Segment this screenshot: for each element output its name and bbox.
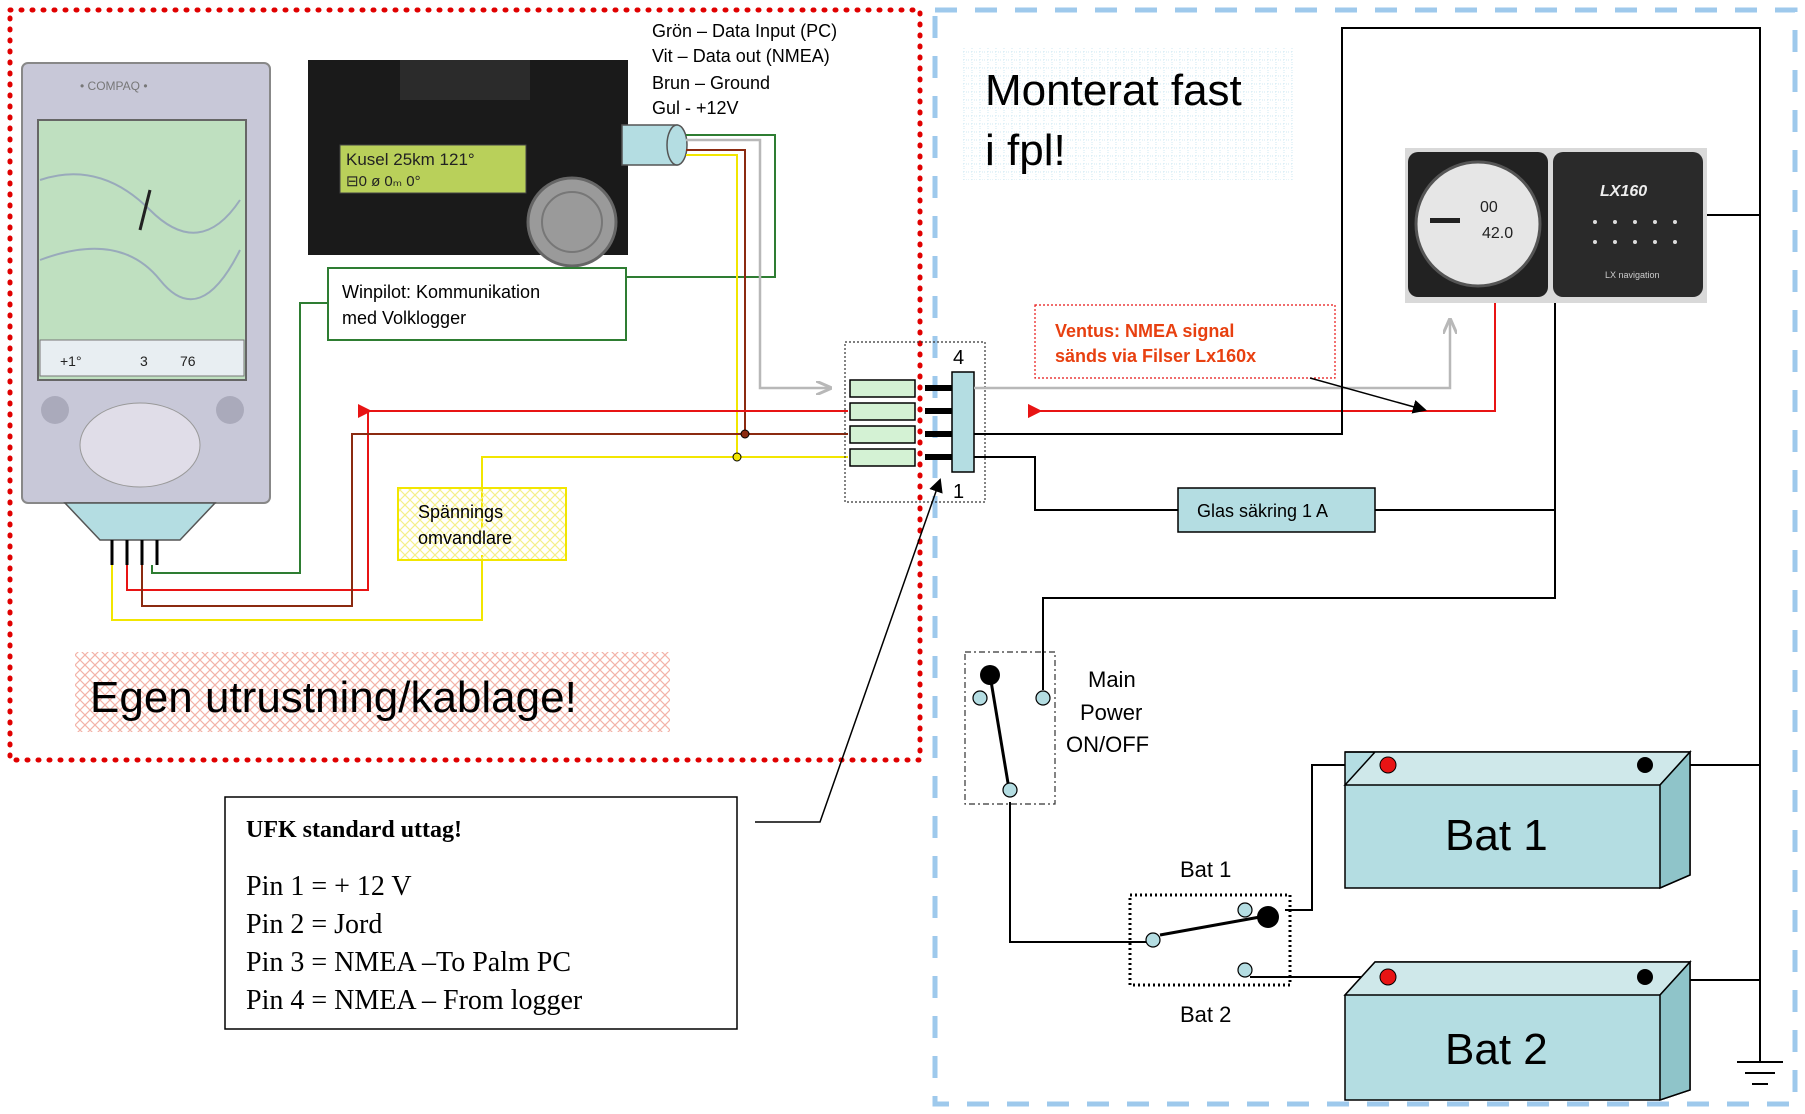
lx-brand: LX160 bbox=[1600, 183, 1647, 200]
brown-junction bbox=[740, 429, 750, 439]
yellow-junction bbox=[732, 452, 742, 462]
ventus-pointer bbox=[1309, 377, 1427, 414]
svg-text:76: 76 bbox=[180, 353, 196, 369]
connector-pin-top: 4 bbox=[953, 347, 964, 369]
lx-subtitle: LX navigation bbox=[1605, 270, 1660, 280]
own-equipment-boundary bbox=[7, 7, 923, 763]
svg-text:+1°: +1° bbox=[60, 353, 82, 369]
ground-icon bbox=[1737, 1061, 1783, 1085]
connector-pin-bottom: 1 bbox=[953, 481, 964, 503]
lx160-instrument: 00 42.0 LX160 LX navigation bbox=[1405, 148, 1707, 303]
battery-switch-bottom: Bat 2 bbox=[1180, 1002, 1231, 1027]
main-switch-line2: Power bbox=[1080, 700, 1142, 725]
lx-display-val1: 00 bbox=[1480, 199, 1498, 216]
logger-display-line2: ⊟0 ø 0ₘ 0° bbox=[346, 173, 421, 190]
fixed-label-bg bbox=[962, 48, 1294, 180]
volklogger-device: Kusel 25km 121° ⊟0 ø 0ₘ 0° bbox=[308, 60, 628, 268]
pda-device: +1° 3 76 • COMPAQ • bbox=[21, 62, 271, 504]
fixed-region-label-line1: Monterat fast bbox=[985, 66, 1242, 115]
logger-display-line1: Kusel 25km 121° bbox=[346, 150, 475, 169]
ventus-note-line2: sänds via Filser Lx160x bbox=[1055, 346, 1256, 366]
legend-yellow: Gul - +12V bbox=[652, 98, 739, 118]
svg-text:• COMPAQ •: • COMPAQ • bbox=[80, 79, 148, 93]
fixed-installation-boundary bbox=[932, 7, 1798, 1107]
battery-switch-outline bbox=[1128, 893, 1292, 987]
fixed-region-label-line2: i fpl! bbox=[985, 126, 1066, 175]
main-switch-outline bbox=[964, 651, 1056, 805]
ufk-pointer bbox=[755, 478, 943, 823]
winpilot-note-line1: Winpilot: Kommunikation bbox=[342, 282, 540, 302]
battery-1 bbox=[1343, 750, 1692, 890]
battery-2-label: Bat 2 bbox=[1445, 1025, 1548, 1074]
ventus-note-box bbox=[1034, 304, 1336, 379]
pda-connector-pins bbox=[110, 540, 159, 565]
winpilot-note-box bbox=[327, 267, 627, 341]
ufk-pin-2: Pin 2 = Jord bbox=[246, 909, 382, 940]
own-equipment-label: Egen utrustning/kablage! bbox=[90, 673, 577, 722]
svg-text:3: 3 bbox=[140, 353, 148, 369]
battery-2 bbox=[1343, 960, 1692, 1102]
voltage-converter-line2: omvandlare bbox=[418, 528, 512, 548]
battery-switch-top: Bat 1 bbox=[1180, 857, 1231, 882]
connector-plug-body bbox=[951, 371, 975, 473]
connector-outline bbox=[844, 341, 986, 503]
ufk-title: UFK standard uttag! bbox=[246, 817, 462, 843]
winpilot-note-line2: med Volklogger bbox=[342, 308, 466, 328]
connector-sockets bbox=[849, 379, 916, 467]
battery-switch bbox=[1145, 902, 1279, 978]
cable-plug bbox=[621, 124, 688, 166]
ufk-box bbox=[224, 796, 738, 1030]
battery-1-label: Bat 1 bbox=[1445, 811, 1548, 860]
voltage-converter-box bbox=[397, 487, 567, 561]
legend-white: Vit – Data out (NMEA) bbox=[652, 46, 830, 66]
legend-brown: Brun – Ground bbox=[652, 73, 770, 93]
main-switch-line3: ON/OFF bbox=[1066, 732, 1149, 757]
ufk-pin-1: Pin 1 = + 12 V bbox=[246, 871, 412, 902]
fuse-box bbox=[1177, 487, 1376, 533]
pda-cradle-connector bbox=[63, 502, 217, 541]
connector-pins bbox=[925, 385, 952, 460]
fuse-label: Glas säkring 1 A bbox=[1197, 501, 1328, 521]
legend-green: Grön – Data Input (PC) bbox=[652, 21, 837, 41]
own-equipment-label-bg bbox=[75, 652, 670, 732]
ufk-pin-4: Pin 4 = NMEA – From logger bbox=[246, 985, 583, 1016]
ufk-pin-3: Pin 3 = NMEA –To Palm PC bbox=[246, 947, 571, 978]
voltage-converter-line1: Spännings bbox=[418, 502, 503, 522]
lx-display-val2: 42.0 bbox=[1482, 225, 1513, 242]
main-switch-line1: Main bbox=[1088, 667, 1136, 692]
ventus-note-line1: Ventus: NMEA signal bbox=[1055, 321, 1234, 341]
main-switch bbox=[972, 665, 1051, 798]
